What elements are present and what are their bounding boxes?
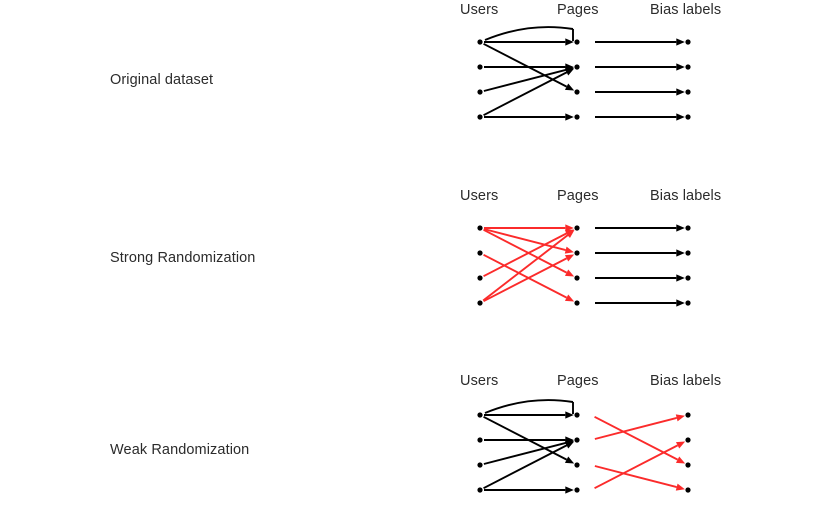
node-bias-3 xyxy=(685,89,691,95)
node-users-4 xyxy=(477,300,483,306)
edge-page3-bias3-2 xyxy=(595,88,685,96)
node-pages-1 xyxy=(574,39,580,45)
column-header-pages-strong-randomization: Pages xyxy=(557,188,599,204)
node-pages-2 xyxy=(574,250,580,256)
edge-user1-page1-0 xyxy=(484,224,574,232)
node-pages-4 xyxy=(574,300,580,306)
node-users-1 xyxy=(477,39,483,45)
edge-page4-bias4-3 xyxy=(595,113,685,121)
node-bias-2 xyxy=(685,64,691,70)
node-pages-1 xyxy=(574,225,580,231)
panel-label-original-dataset: Original dataset xyxy=(110,72,214,88)
node-pages-1 xyxy=(574,412,580,418)
column-header-pages-original-dataset: Pages xyxy=(557,2,599,18)
edge-page4-bias2-3 xyxy=(594,441,686,490)
column-header-users-original-dataset: Users xyxy=(460,2,499,18)
node-pages-4 xyxy=(574,487,580,493)
edge-page2-bias1-1 xyxy=(594,414,685,440)
edge-user4-page4-5 xyxy=(484,486,574,494)
edge-page4-bias4-3 xyxy=(595,299,685,307)
column-header-pages-weak-randomization: Pages xyxy=(557,373,599,389)
node-bias-1 xyxy=(685,225,691,231)
edge-user3-page2-4 xyxy=(483,66,574,92)
edge-page2-bias2-1 xyxy=(595,63,685,71)
node-bias-2 xyxy=(685,250,691,256)
edge-user4-page2-6 xyxy=(483,254,575,303)
edge-user4-page4-5 xyxy=(484,113,574,121)
node-bias-4 xyxy=(685,487,691,493)
node-bias-4 xyxy=(685,114,691,120)
column-header-users-weak-randomization: Users xyxy=(460,373,499,389)
edge-user2-page4-3 xyxy=(483,253,575,302)
edge-page1-bias3-0 xyxy=(594,415,686,464)
edge-user2-page2-3 xyxy=(484,436,574,444)
edge-page2-bias2-1 xyxy=(595,249,685,257)
node-users-1 xyxy=(477,225,483,231)
graph-original-dataset xyxy=(477,26,691,121)
node-users-3 xyxy=(477,275,483,281)
edge-user1-page1-1 xyxy=(484,411,574,419)
node-bias-3 xyxy=(685,275,691,281)
column-header-bias-original-dataset: Bias labels xyxy=(650,2,722,18)
node-users-3 xyxy=(477,462,483,468)
graph-weak-randomization xyxy=(477,399,691,494)
edge-page3-bias4-2 xyxy=(594,465,685,491)
column-header-bias-strong-randomization: Bias labels xyxy=(650,188,722,204)
edge-page1-bias1-0 xyxy=(595,224,685,232)
node-users-3 xyxy=(477,89,483,95)
edge-page3-bias3-2 xyxy=(595,274,685,282)
panel-label-weak-randomization: Weak Randomization xyxy=(110,442,250,458)
edge-user4-page1-5 xyxy=(482,229,575,302)
node-pages-3 xyxy=(574,462,580,468)
graph-strong-randomization xyxy=(477,224,691,307)
node-pages-3 xyxy=(574,275,580,281)
edge-arc-user1-page1 xyxy=(484,399,574,414)
edge-user4-page2-6 xyxy=(483,68,575,117)
node-pages-3 xyxy=(574,89,580,95)
edge-arc-user1-page1 xyxy=(484,26,574,41)
edge-user2-page2-3 xyxy=(484,63,574,71)
node-bias-3 xyxy=(685,462,691,468)
panel-label-strong-randomization: Strong Randomization xyxy=(110,250,256,266)
node-users-1 xyxy=(477,412,483,418)
node-bias-4 xyxy=(685,300,691,306)
node-bias-1 xyxy=(685,412,691,418)
node-bias-1 xyxy=(685,39,691,45)
edge-user3-page2-4 xyxy=(483,439,574,465)
column-header-bias-weak-randomization: Bias labels xyxy=(650,373,722,389)
edge-user1-page1-1 xyxy=(484,38,574,46)
node-users-4 xyxy=(477,487,483,493)
edge-user4-page2-6 xyxy=(483,441,575,490)
node-pages-2 xyxy=(574,64,580,70)
node-users-2 xyxy=(477,250,483,256)
node-users-2 xyxy=(477,64,483,70)
node-bias-2 xyxy=(685,437,691,443)
node-users-2 xyxy=(477,437,483,443)
column-header-users-strong-randomization: Users xyxy=(460,188,499,204)
node-pages-4 xyxy=(574,114,580,120)
node-users-4 xyxy=(477,114,483,120)
edge-page1-bias1-0 xyxy=(595,38,685,46)
node-pages-2 xyxy=(574,437,580,443)
